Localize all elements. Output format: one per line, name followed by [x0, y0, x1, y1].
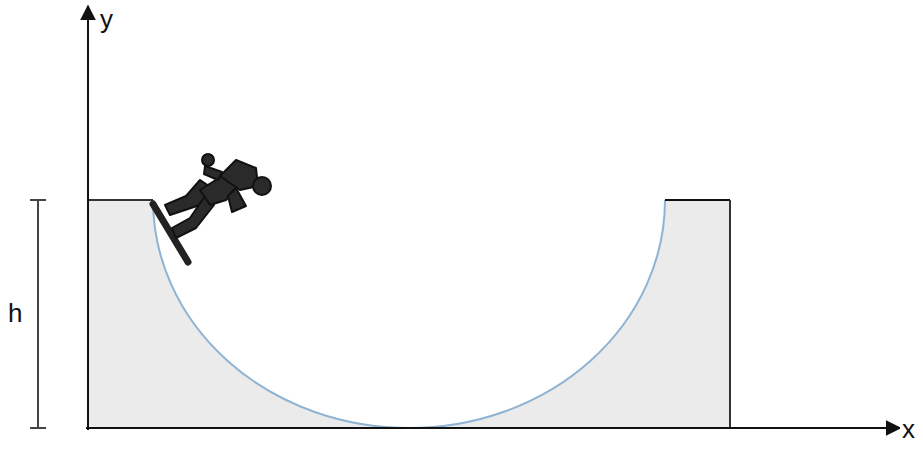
ramp-top-right	[665, 199, 730, 201]
ramp-curve	[153, 200, 665, 428]
y-axis	[87, 6, 89, 430]
ramp-right-edge	[729, 200, 731, 428]
x-axis	[86, 427, 900, 429]
axis-label: y	[98, 6, 115, 32]
dimension-line	[37, 200, 39, 428]
ramp-top-left	[88, 199, 153, 201]
dimension-tick	[30, 427, 46, 429]
dimension-tick	[30, 199, 46, 201]
skater-figure	[153, 154, 271, 262]
axis-label: x	[900, 416, 917, 442]
dimension-label: h	[6, 300, 24, 326]
